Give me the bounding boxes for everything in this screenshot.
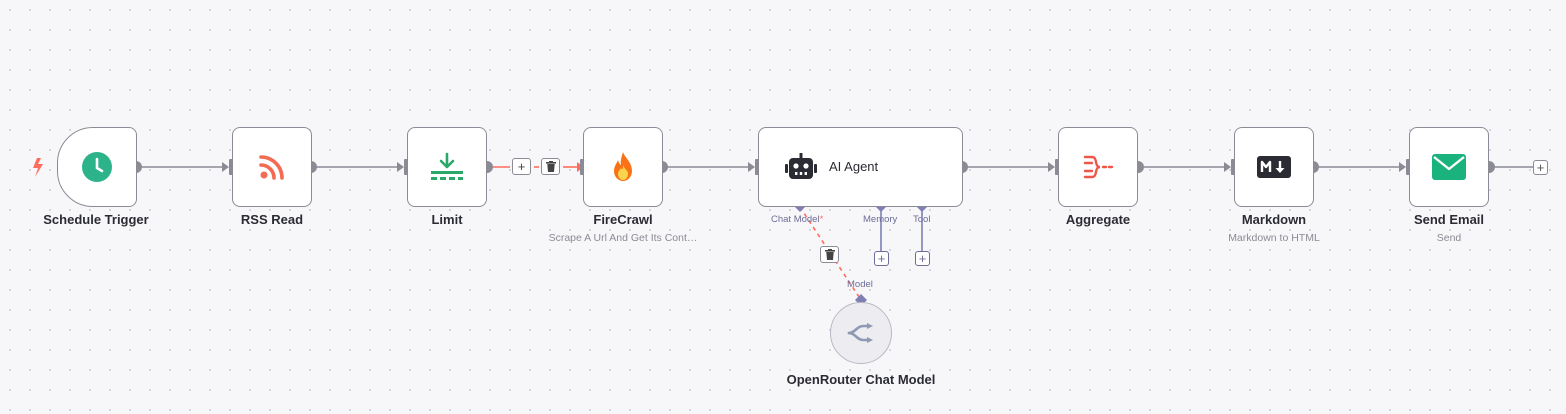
node-ai-agent[interactable]: AI Agent xyxy=(758,127,963,207)
limit-download-icon xyxy=(431,152,463,180)
rss-read-label: RSS Read xyxy=(240,212,304,227)
markdown-icon xyxy=(1257,156,1291,178)
trigger-bolt-icon xyxy=(33,158,43,177)
node-rss-read[interactable] xyxy=(232,127,312,207)
node-schedule-trigger[interactable] xyxy=(57,127,137,207)
delete-model-connection-button[interactable] xyxy=(820,246,839,263)
markdown-label: Markdown xyxy=(1241,212,1307,227)
schedule-trigger-label: Schedule Trigger xyxy=(43,212,149,227)
envelope-icon xyxy=(1432,154,1466,180)
openrouter-label: OpenRouter Chat Model xyxy=(786,372,936,387)
markdown-sublabel: Markdown to HTML xyxy=(1228,232,1320,244)
send-email-label: Send Email xyxy=(1413,212,1485,227)
model-handle-label: Model xyxy=(847,279,873,290)
memory-handle-label: Memory xyxy=(863,214,898,225)
chat-model-handle-label: Chat Model* xyxy=(771,214,824,225)
aggregate-label: Aggregate xyxy=(1065,212,1131,227)
node-firecrawl[interactable] xyxy=(583,127,663,207)
rss-icon xyxy=(259,155,284,180)
limit-label: Limit xyxy=(431,212,463,227)
openrouter-icon xyxy=(847,323,873,343)
firecrawl-sublabel: Scrape A Url And Get Its Cont… xyxy=(548,232,698,244)
send-email-sublabel: Send xyxy=(1436,232,1462,244)
node-limit[interactable] xyxy=(407,127,487,207)
node-send-email[interactable] xyxy=(1409,127,1489,207)
aggregate-icon xyxy=(1083,155,1114,179)
fire-icon xyxy=(614,152,632,181)
delete-connection-button[interactable] xyxy=(541,158,560,175)
trash-icon xyxy=(545,161,556,172)
robot-icon xyxy=(785,153,817,179)
node-aggregate[interactable] xyxy=(1058,127,1138,207)
node-markdown[interactable] xyxy=(1234,127,1314,207)
add-tool-button[interactable]: + xyxy=(915,251,930,266)
node-openrouter-chat-model[interactable] xyxy=(830,302,892,364)
firecrawl-label: FireCrawl xyxy=(593,212,653,227)
ai-agent-label: AI Agent xyxy=(829,159,879,174)
clock-icon xyxy=(82,152,112,182)
add-next-node-button[interactable]: + xyxy=(1533,160,1548,175)
add-memory-button[interactable]: + xyxy=(874,251,889,266)
connection-model-agent xyxy=(799,206,862,301)
trash-icon xyxy=(824,249,835,260)
tool-handle-label: Tool xyxy=(913,214,931,225)
add-node-between-button[interactable]: + xyxy=(512,158,531,175)
